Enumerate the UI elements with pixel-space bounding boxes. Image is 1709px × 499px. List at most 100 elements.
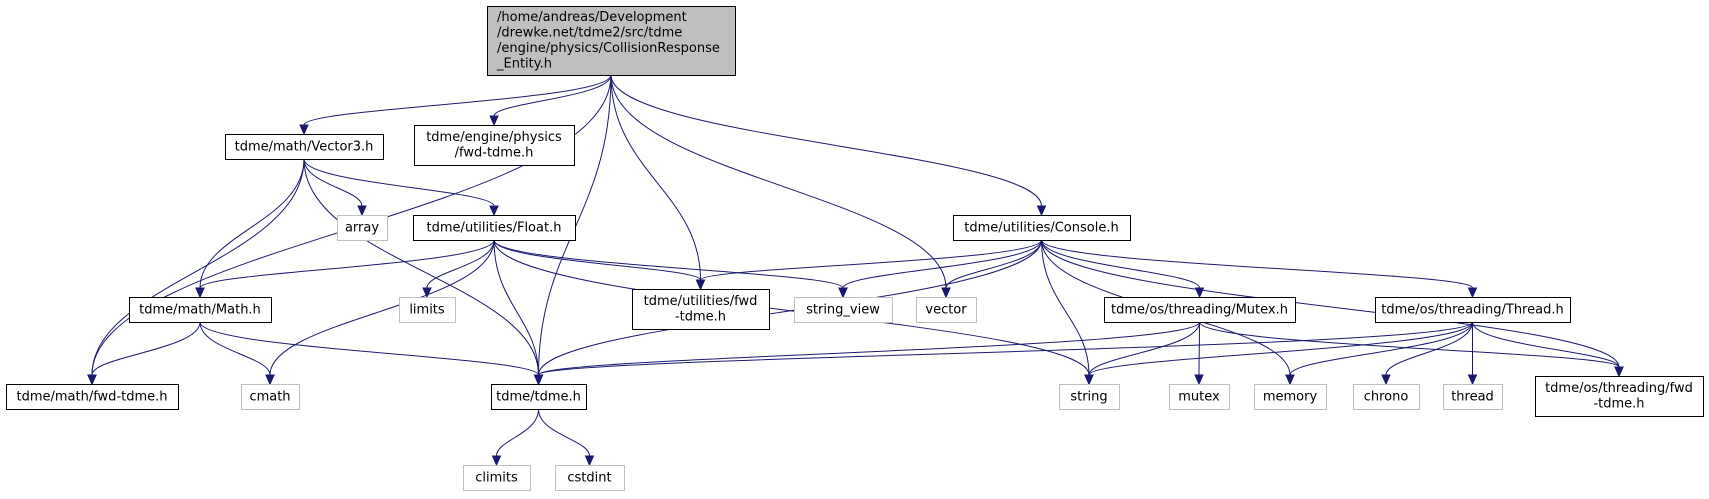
arrowhead-thread_h-to-thread [1467, 374, 1478, 386]
node-label-line: string_view [806, 302, 880, 317]
edge-float-to-limits [426, 239, 495, 289]
arrowhead-tdme_h-to-cstdint [584, 455, 595, 467]
edge-vector3-to-math_fwd [91, 158, 305, 376]
arrowhead-thread_h-to-tdme_h [533, 374, 544, 386]
node-array: array [337, 215, 388, 241]
node-label-line: memory [1263, 389, 1318, 404]
node-label-line: tdme/os/threading/fwd [1545, 381, 1693, 396]
edge-thread_h-to-threading_fwd [1472, 321, 1620, 368]
arrowhead-root-to-physics_fwd [489, 115, 499, 127]
edge-mutex_h-to-threading_fwd [1199, 321, 1620, 368]
node-box [129, 297, 272, 323]
edge-console-to-thread_h [1041, 239, 1473, 289]
node-threading-fwd[interactable]: tdme/os/threading/fwd-tdme.h [1535, 376, 1704, 417]
edge-console-to-utilities_fwd [700, 239, 1042, 281]
arrowhead-tdme_h-to-climits [491, 455, 502, 467]
node-label-line: tdme/math/Math.h [139, 302, 261, 317]
edge-tdme_h-to-climits [496, 408, 539, 457]
arrowhead-console-to-utilities_fwd [695, 279, 706, 291]
node-label-line: /engine/physics/CollisionResponse [497, 41, 720, 56]
edge-console-to-string_view [842, 239, 1042, 289]
node-label-line: tdme/engine/physics [426, 130, 562, 145]
node-box [953, 215, 1131, 241]
node-label-line: limits [409, 302, 445, 317]
node-label-line: -tdme.h [1593, 397, 1644, 412]
node-label-line: array [345, 220, 379, 235]
node-float[interactable]: tdme/utilities/Float.h [413, 215, 576, 241]
edge-root-to-utilities_fwd [610, 74, 701, 281]
edge-math-to-tdme_h [199, 321, 539, 376]
node-label-line: _Entity.h [496, 57, 552, 72]
node-label-line: tdme/tdme.h [496, 389, 581, 404]
node-utilities-fwd[interactable]: tdme/utilities/fwd-tdme.h [632, 289, 770, 330]
node-thread: thread [1443, 384, 1503, 410]
node-chrono: chrono [1353, 384, 1420, 410]
node-label-line: cmath [249, 389, 290, 404]
node-box [632, 289, 770, 330]
node-vector3[interactable]: tdme/math/Vector3.h [225, 134, 384, 160]
node-label-line: /fwd-tdme.h [455, 146, 534, 161]
node-tdme-h[interactable]: tdme/tdme.h [491, 384, 587, 410]
node-box [225, 134, 384, 160]
node-box [1535, 376, 1704, 417]
node-box [399, 297, 456, 323]
node-console[interactable]: tdme/utilities/Console.h [953, 215, 1131, 241]
arrowhead-vector3-to-float [489, 205, 499, 217]
edge-mutex_h-to-mutex [1198, 321, 1200, 376]
arrowhead-float-to-math [195, 287, 205, 299]
node-label-line: tdme/os/threading/Thread.h [1381, 302, 1563, 317]
node-label-line: tdme/math/fwd-tdme.h [16, 389, 167, 404]
arrowhead-vector3-to-array [357, 205, 367, 217]
nodes-layer: /home/andreas/Development/drewke.net/tdm… [6, 6, 1704, 491]
edge-root-to-console [610, 74, 1042, 207]
edge-console-to-vector [945, 239, 1042, 289]
edges-layer [87, 74, 1624, 467]
node-box [1353, 384, 1420, 410]
arrowhead-root-to-vector3 [299, 124, 309, 136]
node-label-line: /home/andreas/Development [497, 10, 687, 25]
node-box [487, 6, 736, 76]
node-box [1254, 384, 1327, 410]
arrowhead-math-to-math_fwd [87, 374, 97, 386]
node-cmath: cmath [241, 384, 300, 410]
edge-console-to-mutex_h [1041, 239, 1200, 289]
edge-thread_h-to-tdme_h [538, 321, 1473, 376]
arrowhead-float-to-limits [422, 287, 432, 299]
node-mutex-h[interactable]: tdme/os/threading/Mutex.h [1104, 297, 1296, 323]
node-string: string [1059, 384, 1120, 410]
node-box [1169, 384, 1230, 410]
edge-float-to-string_view [493, 239, 844, 289]
node-box [1375, 297, 1571, 323]
arrowhead-console-to-vector [941, 287, 951, 299]
node-root[interactable]: /home/andreas/Development/drewke.net/tdm… [487, 6, 736, 76]
node-math-fwd[interactable]: tdme/math/fwd-tdme.h [6, 384, 179, 410]
arrowhead-console-to-thread_h [1467, 287, 1478, 299]
node-limits: limits [399, 297, 456, 323]
arrowhead-thread_h-to-threading_fwd [1614, 366, 1624, 378]
edge-mutex_h-to-string [1088, 321, 1200, 376]
node-label-line: tdme/math/Vector3.h [235, 139, 374, 154]
node-box [491, 384, 587, 410]
node-label-line: thread [1451, 389, 1494, 404]
node-box [337, 215, 388, 241]
edge-console-to-threading_fwd [1041, 239, 1620, 368]
node-physics-fwd[interactable]: tdme/engine/physics/fwd-tdme.h [414, 125, 575, 166]
node-label-line: tdme/utilities/Console.h [964, 220, 1118, 235]
node-climits: climits [463, 465, 531, 491]
node-memory: memory [1254, 384, 1327, 410]
arrowhead-thread_h-to-memory [1285, 374, 1295, 386]
node-label-line: tdme/utilities/Float.h [427, 220, 562, 235]
node-label-line: -tdme.h [675, 310, 726, 325]
edge-thread_h-to-memory [1289, 321, 1473, 376]
node-cstdint: cstdint [555, 465, 625, 491]
node-box [6, 384, 179, 410]
node-thread-h[interactable]: tdme/os/threading/Thread.h [1375, 297, 1571, 323]
node-box [1104, 297, 1296, 323]
edge-root-to-vector3 [303, 74, 612, 126]
edge-thread_h-to-string [1088, 321, 1473, 376]
edge-root-to-physics_fwd [493, 74, 612, 117]
edge-console-to-tdme_h [538, 239, 1042, 376]
node-box [555, 465, 625, 491]
node-math[interactable]: tdme/math/Math.h [129, 297, 272, 323]
node-box [463, 465, 531, 491]
